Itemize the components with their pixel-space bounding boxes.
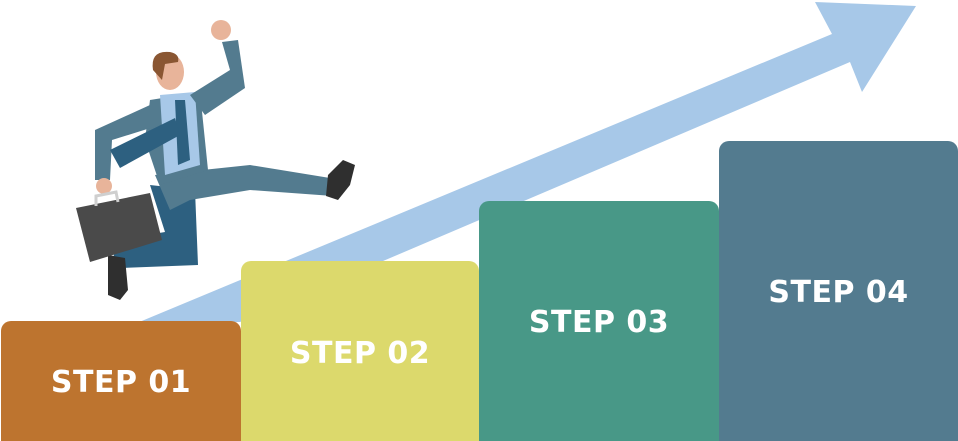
step-03-block: STEP 03 xyxy=(479,201,719,441)
step-04-label: STEP 04 xyxy=(768,275,909,310)
step-04-block: STEP 04 xyxy=(719,141,958,441)
step-02-block: STEP 02 xyxy=(241,261,479,441)
step-01-block: STEP 01 xyxy=(1,321,241,441)
step-01-label: STEP 01 xyxy=(50,365,192,400)
step-02-label: STEP 02 xyxy=(289,336,431,371)
step-03-label: STEP 03 xyxy=(528,305,670,340)
